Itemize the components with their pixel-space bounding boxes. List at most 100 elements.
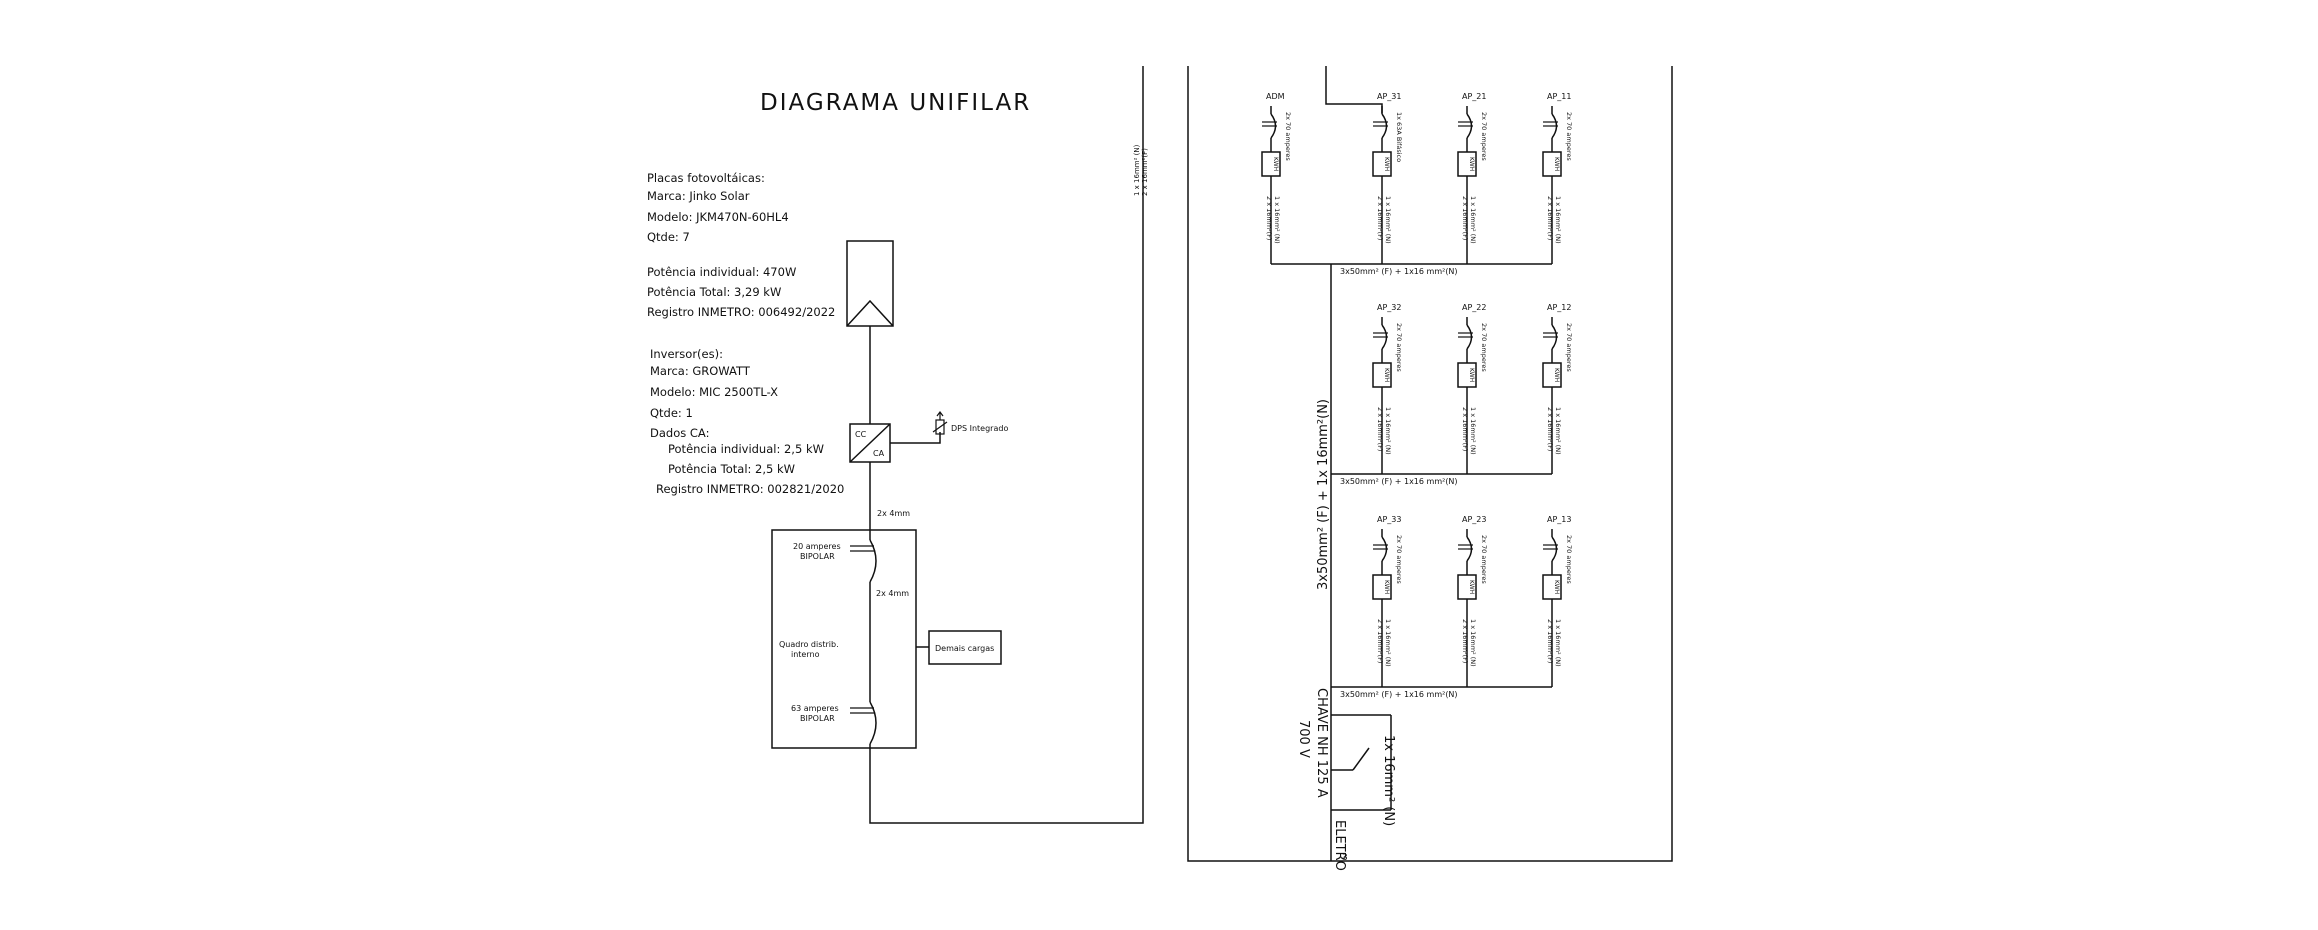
top-feed-wire — [1325, 66, 1383, 113]
meter-label: KWH — [1383, 368, 1390, 382]
unit-cable-neutral: 1 x 16mm² (N) — [1554, 407, 1562, 455]
inverter-symbol: CC CA — [849, 423, 891, 463]
meter-label: KWH — [1383, 157, 1390, 171]
inverter-specs-power-total: Potência Total: 2,5 kW — [668, 462, 795, 476]
unit-cable-neutral: 1 x 16mm² (N) — [1469, 196, 1477, 244]
unit-name: AP_31 — [1377, 92, 1401, 101]
dps-symbol: DPS Integrado — [890, 411, 1008, 444]
inverter-specs-brand: Marca: GROWATT — [650, 364, 751, 378]
other-loads-box — [928, 630, 1002, 665]
meter-label: KWH — [1383, 580, 1390, 594]
pv-specs-brand: Marca: Jinko Solar — [647, 189, 750, 203]
unit-cable-neutral: 1 x 16mm² (N) — [1384, 619, 1392, 667]
unit-cable-neutral: 1 x 16mm² (N) — [1273, 196, 1281, 244]
neutral-cable-label: 1x 16mm² (N) — [1381, 735, 1396, 826]
pv-specs-qty: Qtde: 7 — [647, 230, 690, 244]
breaker-20-line2: BIPOLAR — [800, 552, 835, 561]
meter-label: KWH — [1468, 368, 1475, 382]
unit-name: AP_22 — [1462, 303, 1486, 312]
unit-breaker-label: 2x 70 amperes — [1395, 535, 1403, 584]
pv-specs-power-total: Potência Total: 3,29 kW — [647, 285, 781, 299]
unit-breaker-label: 2x 70 amperes — [1480, 535, 1488, 584]
unit-cable-phase: 2 x 16mm²(F) — [1376, 619, 1384, 663]
meter-label: KWH — [1272, 157, 1279, 171]
inverter-specs: Inversor(es): Marca: GROWATT Modelo: MIC… — [650, 347, 844, 496]
panel-label-line1: Quadro distrib. — [779, 640, 839, 649]
unit-cable-neutral: 1 x 16mm² (N) — [1469, 619, 1477, 667]
meter-label: KWH — [1553, 580, 1560, 594]
bus-row-2-label: 3x50mm² (F) + 1x16 mm²(N) — [1340, 477, 1458, 486]
unit-breaker-label: 2x 70 amperes — [1480, 323, 1488, 372]
vertical-cable-line2: 2 x 16mm²(F) — [1141, 148, 1149, 196]
sheet-frame — [1187, 66, 1673, 862]
pv-specs-inmetro: Registro INMETRO: 006492/2022 — [647, 305, 835, 319]
pv-specs-heading: Placas fotovoltáicas: — [647, 171, 765, 185]
unit-cable-neutral: 1 x 16mm² (N) — [1554, 619, 1562, 667]
bus-row-1-label: 3x50mm² (F) + 1x16 mm²(N) — [1340, 267, 1458, 276]
unit-cable-phase: 2 x 16mm²(F) — [1461, 196, 1469, 240]
inverter-specs-ca-heading: Dados CA: — [650, 426, 709, 440]
inverter-specs-power-individual: Potência individual: 2,5 kW — [668, 442, 824, 456]
unit-cable-phase: 2 x 16mm²(F) — [1546, 196, 1554, 240]
unit-name: AP_33 — [1377, 515, 1401, 524]
unit-name: ADM — [1266, 92, 1285, 101]
inverter-ac-label: CA — [873, 449, 885, 458]
unit-breaker-label: 2x 70 amperes — [1284, 112, 1292, 161]
bus-row-3-label: 3x50mm² (F) + 1x16 mm²(N) — [1340, 690, 1458, 699]
meter-label: KWH — [1468, 157, 1475, 171]
cable-label-top: 2x 4mm — [877, 509, 910, 518]
inverter-specs-qty: Qtde: 1 — [650, 406, 693, 420]
unit-name: AP_12 — [1547, 303, 1571, 312]
internal-panel: 20 amperes BIPOLAR 2x 4mm 63 amperes BIP… — [771, 529, 917, 749]
unit-name: AP_21 — [1462, 92, 1486, 101]
pv-panel-symbol — [846, 240, 894, 327]
unit-breaker-label: 2x 70 amperes — [1565, 112, 1573, 161]
inverter-dc-label: CC — [855, 430, 867, 439]
unit-cable-neutral: 1 x 16mm² (N) — [1384, 407, 1392, 455]
panel-label-line2: interno — [791, 650, 820, 659]
unit-cable-phase: 2 x 16mm²(F) — [1461, 407, 1469, 451]
electrode-label: ELETRO — [1332, 820, 1347, 871]
unit-cable-phase: 2 x 16mm²(F) — [1376, 407, 1384, 451]
inverter-specs-model: Modelo: MIC 2500TL-X — [650, 385, 778, 399]
bottom-fragment-label: 3 — [1342, 853, 1348, 863]
unit-cable-neutral: 1 x 16mm² (N) — [1554, 196, 1562, 244]
breaker-63-line2: BIPOLAR — [800, 714, 835, 723]
breaker-20-line1: 20 amperes — [793, 542, 841, 551]
unit-name: AP_32 — [1377, 303, 1401, 312]
unit-cable-neutral: 1 x 16mm² (N) — [1469, 407, 1477, 455]
vertical-cable-line1: 1 x 16mm² (N) — [1133, 144, 1141, 196]
inverter-specs-inmetro: Registro INMETRO: 002821/2020 — [656, 482, 844, 496]
other-loads-label: Demais cargas — [935, 644, 994, 653]
meter-label: KWH — [1553, 157, 1560, 171]
unit-cable-neutral: 1 x 16mm² (N) — [1384, 196, 1392, 244]
unit-cable-phase: 2 x 16mm²(F) — [1546, 407, 1554, 451]
meter-label: KWH — [1468, 580, 1475, 594]
pv-specs: Placas fotovoltáicas: Marca: Jinko Solar… — [647, 171, 835, 319]
nh-switch-line1: CHAVE NH 125 A — [1314, 688, 1329, 798]
cable-label-mid: 2x 4mm — [876, 589, 909, 598]
diagram-title: DIAGRAMA UNIFILAR — [760, 90, 1031, 116]
unit-breaker-label: 2x 70 amperes — [1565, 535, 1573, 584]
unit-cable-phase: 2 x 16mm²(F) — [1376, 196, 1384, 240]
feed-line — [869, 66, 1144, 824]
unit-breaker-label: 2x 70 amperes — [1565, 323, 1573, 372]
unit-name: AP_13 — [1547, 515, 1571, 524]
nh-switch-symbol — [1331, 714, 1392, 811]
unit-breaker-label: 1x 63A Bifásico — [1395, 112, 1403, 162]
dps-label: DPS Integrado — [951, 424, 1008, 433]
pv-specs-power-individual: Potência individual: 470W — [647, 265, 796, 279]
unit-breaker-label: 2x 70 amperes — [1395, 323, 1403, 372]
inverter-specs-heading: Inversor(es): — [650, 347, 723, 361]
unit-name: AP_11 — [1547, 92, 1571, 101]
